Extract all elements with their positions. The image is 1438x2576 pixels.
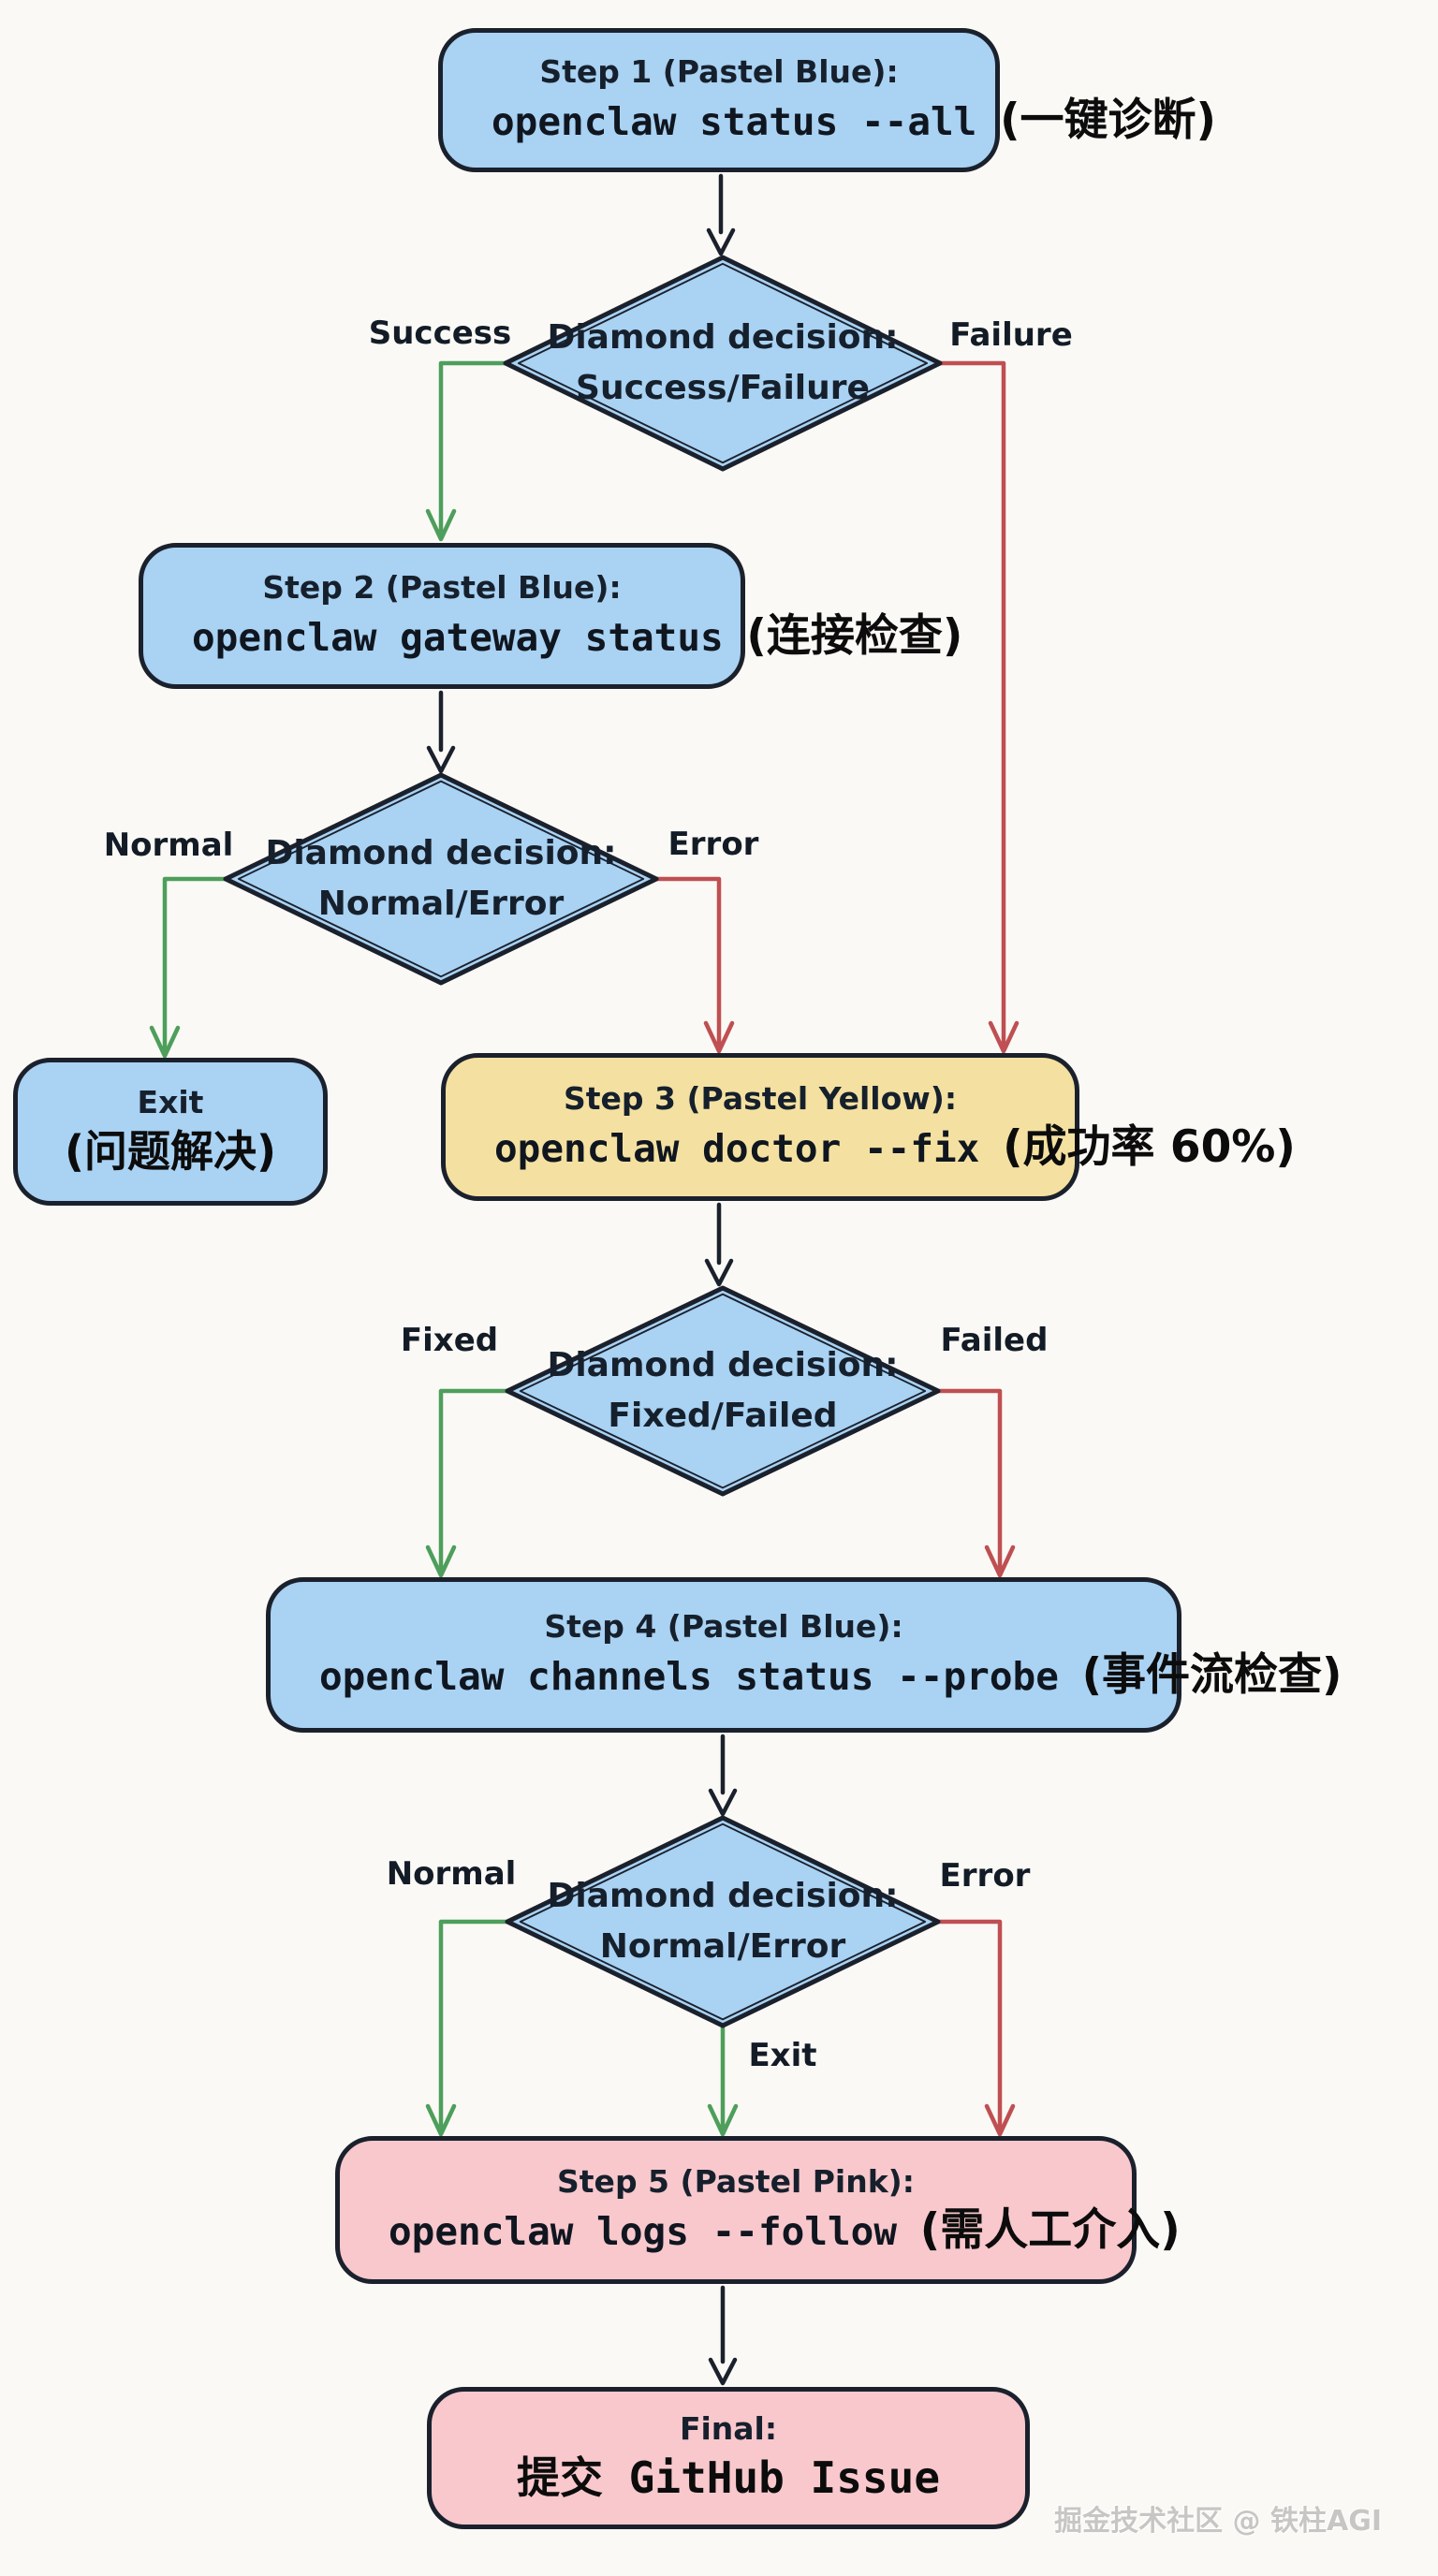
step4-suffix: (事件流检查) [1081, 1648, 1343, 1701]
step1-title: Step 1 (Pastel Blue): [539, 53, 899, 90]
decision1-line1: Diamond decision: [547, 318, 899, 357]
decision3-label: Diamond decision: Fixed/Failed [507, 1340, 938, 1442]
node-step5: Step 5 (Pastel Pink): openclaw logs --fo… [335, 2136, 1181, 2284]
decision3-diamond [505, 1285, 941, 1497]
decision4-line1: Diamond decision: [547, 1877, 899, 1915]
edge-normal-to-step5 [425, 1919, 510, 2137]
step5-title: Step 5 (Pastel Pink): [557, 2163, 915, 2200]
decision2-diamond-inner [237, 780, 645, 978]
decision3-diamond-inner [519, 1293, 927, 1489]
node-step3: Step 3 (Pastel Yellow): openclaw doctor … [441, 1053, 1296, 1201]
node-step4: Step 4 (Pastel Blue): openclaw channels … [266, 1577, 1343, 1733]
edge-label-failed: Failed [940, 1322, 1049, 1359]
arrow-step1-to-d1 [706, 173, 736, 256]
step5-suffix: (需人工介入) [919, 2203, 1181, 2256]
decision3-line2: Fixed/Failed [608, 1397, 838, 1435]
edge-label-normal-2: Normal [103, 827, 234, 864]
step2-command: openclaw gateway status [192, 614, 747, 660]
edge-label-exit: Exit [748, 2037, 817, 2074]
decision4-diamond [505, 1815, 941, 2028]
decision1-label: Diamond decision: Success/Failure [507, 313, 938, 414]
decision2-line1: Diamond decision: [265, 834, 617, 872]
final-title: Final: [679, 2410, 778, 2448]
step4-command: openclaw channels status --probe [319, 1653, 1082, 1699]
edge-label-error-4: Error [939, 1857, 1031, 1895]
decision4-diamond-inner [519, 1822, 927, 2021]
step2-command-line: openclaw gateway status (连接检查) [143, 610, 962, 662]
node-exit: Exit (问题解决) [13, 1058, 328, 1206]
edge-failure-to-step3 [937, 360, 1020, 1054]
edge-failed-to-step4 [935, 1388, 1016, 1578]
decision4-line2: Normal/Error [599, 1927, 846, 1966]
step1-command: openclaw status --all [492, 98, 1001, 144]
edge-label-error-2: Error [668, 826, 759, 863]
exit-suffix: (问题解决) [64, 1126, 277, 1178]
exit-title: Exit [137, 1084, 204, 1121]
step3-command-line: openclaw doctor --fix (成功率 60%) [446, 1121, 1296, 1173]
decision1-diamond-inner [517, 262, 929, 464]
edge-normal-to-exit [149, 876, 228, 1059]
arrow-step5-to-final [708, 2285, 738, 2386]
decision1-line2: Success/Failure [576, 369, 870, 407]
node-step2: Step 2 (Pastel Blue): openclaw gateway s… [139, 543, 962, 689]
edge-label-failure: Failure [949, 316, 1073, 354]
step4-command-line: openclaw channels status --probe (事件流检查) [271, 1649, 1343, 1701]
decision1-diamond [503, 255, 943, 472]
edge-error-to-step5 [935, 1919, 1016, 2137]
step4-title: Step 4 (Pastel Blue): [544, 1608, 903, 1645]
step5-command-line: openclaw logs --follow (需人工介入) [340, 2204, 1181, 2256]
arrow-step4-to-d4 [708, 1734, 738, 1817]
edge-success-to-step2 [425, 360, 508, 542]
arrow-step2-to-d2 [426, 690, 456, 774]
decision2-diamond [223, 772, 659, 986]
node-step1: Step 1 (Pastel Blue): openclaw status --… [438, 28, 1216, 172]
step3-command: openclaw doctor --fix [494, 1125, 1004, 1171]
step2-title: Step 2 (Pastel Blue): [262, 569, 622, 606]
decision4-label: Diamond decision: Normal/Error [507, 1871, 938, 1972]
step3-suffix: (成功率 60%) [1003, 1120, 1296, 1173]
edge-label-success: Success [368, 315, 512, 352]
decision3-line1: Diamond decision: [547, 1346, 899, 1384]
final-text: 提交 GitHub Issue [516, 2452, 941, 2504]
step1-suffix: (一键诊断) [1000, 94, 1217, 146]
edge-error-to-step3 [653, 876, 735, 1054]
step3-title: Step 3 (Pastel Yellow): [563, 1080, 958, 1117]
node-final: Final: 提交 GitHub Issue [427, 2387, 1030, 2529]
edge-label-fixed: Fixed [400, 1322, 499, 1359]
edge-label-normal-4: Normal [386, 1855, 517, 1893]
decision2-label: Diamond decision: Normal/Error [226, 828, 656, 929]
decision2-line2: Normal/Error [317, 885, 565, 923]
step1-command-line: openclaw status --all (一键诊断) [443, 95, 1216, 146]
arrow-step3-to-d3 [704, 1202, 734, 1287]
watermark: 掘金技术社区 @ 铁柱AGI [1054, 2505, 1382, 2538]
step2-suffix: (连接检查) [746, 609, 963, 662]
step5-command: openclaw logs --follow [389, 2208, 920, 2254]
edge-exit-to-step5 [707, 2023, 739, 2137]
edge-fixed-to-step4 [425, 1388, 510, 1578]
